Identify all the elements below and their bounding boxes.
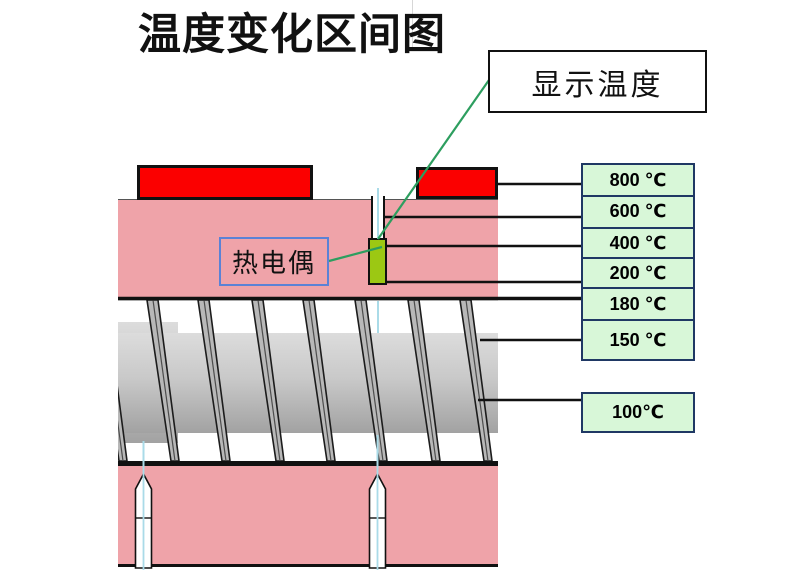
temp-label-150: 150 ℃: [581, 319, 695, 362]
temp-label-400: 400 ℃: [581, 226, 695, 260]
temp-label-180: 180 ℃: [581, 287, 695, 322]
callout-display-temperature: 显示温度: [488, 50, 707, 113]
barrel-inner-wall-bottom: [118, 461, 498, 465]
temp-label-600: 600 ℃: [581, 194, 695, 229]
barrel-lower-section: [118, 464, 498, 567]
screw-flight-edges: [118, 299, 489, 462]
temp-label-200: 200 ℃: [581, 257, 695, 290]
callout-thermocouple: 热电偶: [219, 237, 329, 286]
thermocouple-well: [371, 196, 385, 240]
temp-label-800: 800 ℃: [581, 163, 695, 197]
thermocouple-element: [368, 238, 387, 285]
slide-guide-line: [412, 0, 413, 47]
extruder-screw: [118, 297, 498, 465]
barrel-inner-wall-top: [118, 297, 498, 301]
temp-label-100: 100℃: [581, 392, 695, 433]
screw-shaft: [118, 333, 498, 433]
sensor-probe-right: [368, 467, 387, 570]
heater-band-right: [416, 167, 498, 199]
page-title: 温度变化区间图: [138, 11, 446, 59]
heater-band-left: [137, 165, 313, 200]
sensor-probe-left: [134, 467, 153, 570]
temperature-scale: 800 ℃ 600 ℃ 400 ℃ 200 ℃ 180 ℃ 150 ℃: [581, 163, 695, 362]
